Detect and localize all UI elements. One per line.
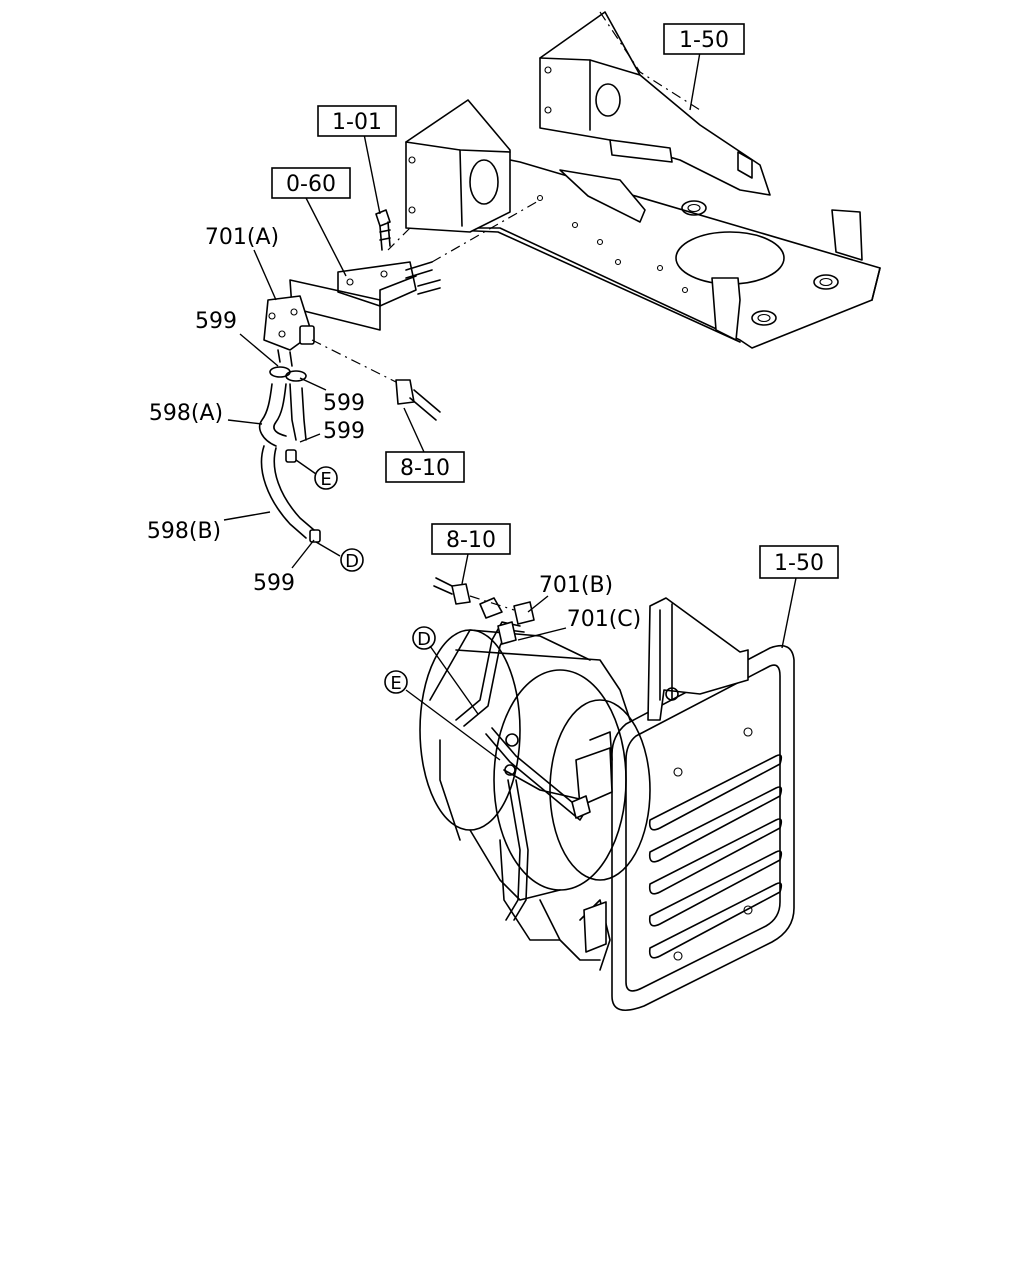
ref-label-text: 1-01 [332,110,382,135]
ref-label-text: 1-50 [774,551,824,576]
ref-label-text: 0-60 [286,172,336,197]
leader-lines [223,51,797,761]
part-label-598a: 598(A) [149,401,223,426]
upper-frame-drawing [387,11,881,349]
marker-d-upper: D [340,548,364,572]
marker-letter: D [417,629,431,650]
marker-letter: E [320,469,331,490]
bracket-0-60-drawing [289,199,541,331]
ref-label-1-50-top: 1-50 [663,23,745,55]
ref-label-text: 8-10 [446,528,496,553]
part-label-701b: 701(B) [539,573,613,598]
part-label-701a: 701(A) [205,225,279,250]
marker-letter: D [345,551,359,572]
ref-label-1-01: 1-01 [317,105,397,137]
ref-label-8-10-lower: 8-10 [431,523,511,555]
ref-label-text: 1-50 [679,28,729,53]
lower-assembly-drawing [419,577,795,1012]
part-label-599-d: 599 [253,571,295,596]
part-label-599-a: 599 [195,309,237,334]
ref-label-text: 8-10 [400,456,450,481]
ref-label-1-50-bottom: 1-50 [759,545,839,579]
marker-e-lower: E [384,670,408,694]
marker-d-lower: D [412,626,436,650]
part-label-599-b: 599 [323,391,365,416]
ref-label-8-10-upper: 8-10 [385,451,465,483]
marker-e-upper: E [314,466,338,490]
part-label-598b: 598(B) [147,519,221,544]
ref-label-0-60: 0-60 [271,167,351,199]
valve-701a-drawing [258,295,441,543]
marker-letter: E [390,673,401,694]
part-label-701c: 701(C) [567,607,642,632]
part-label-599-c: 599 [323,419,365,444]
